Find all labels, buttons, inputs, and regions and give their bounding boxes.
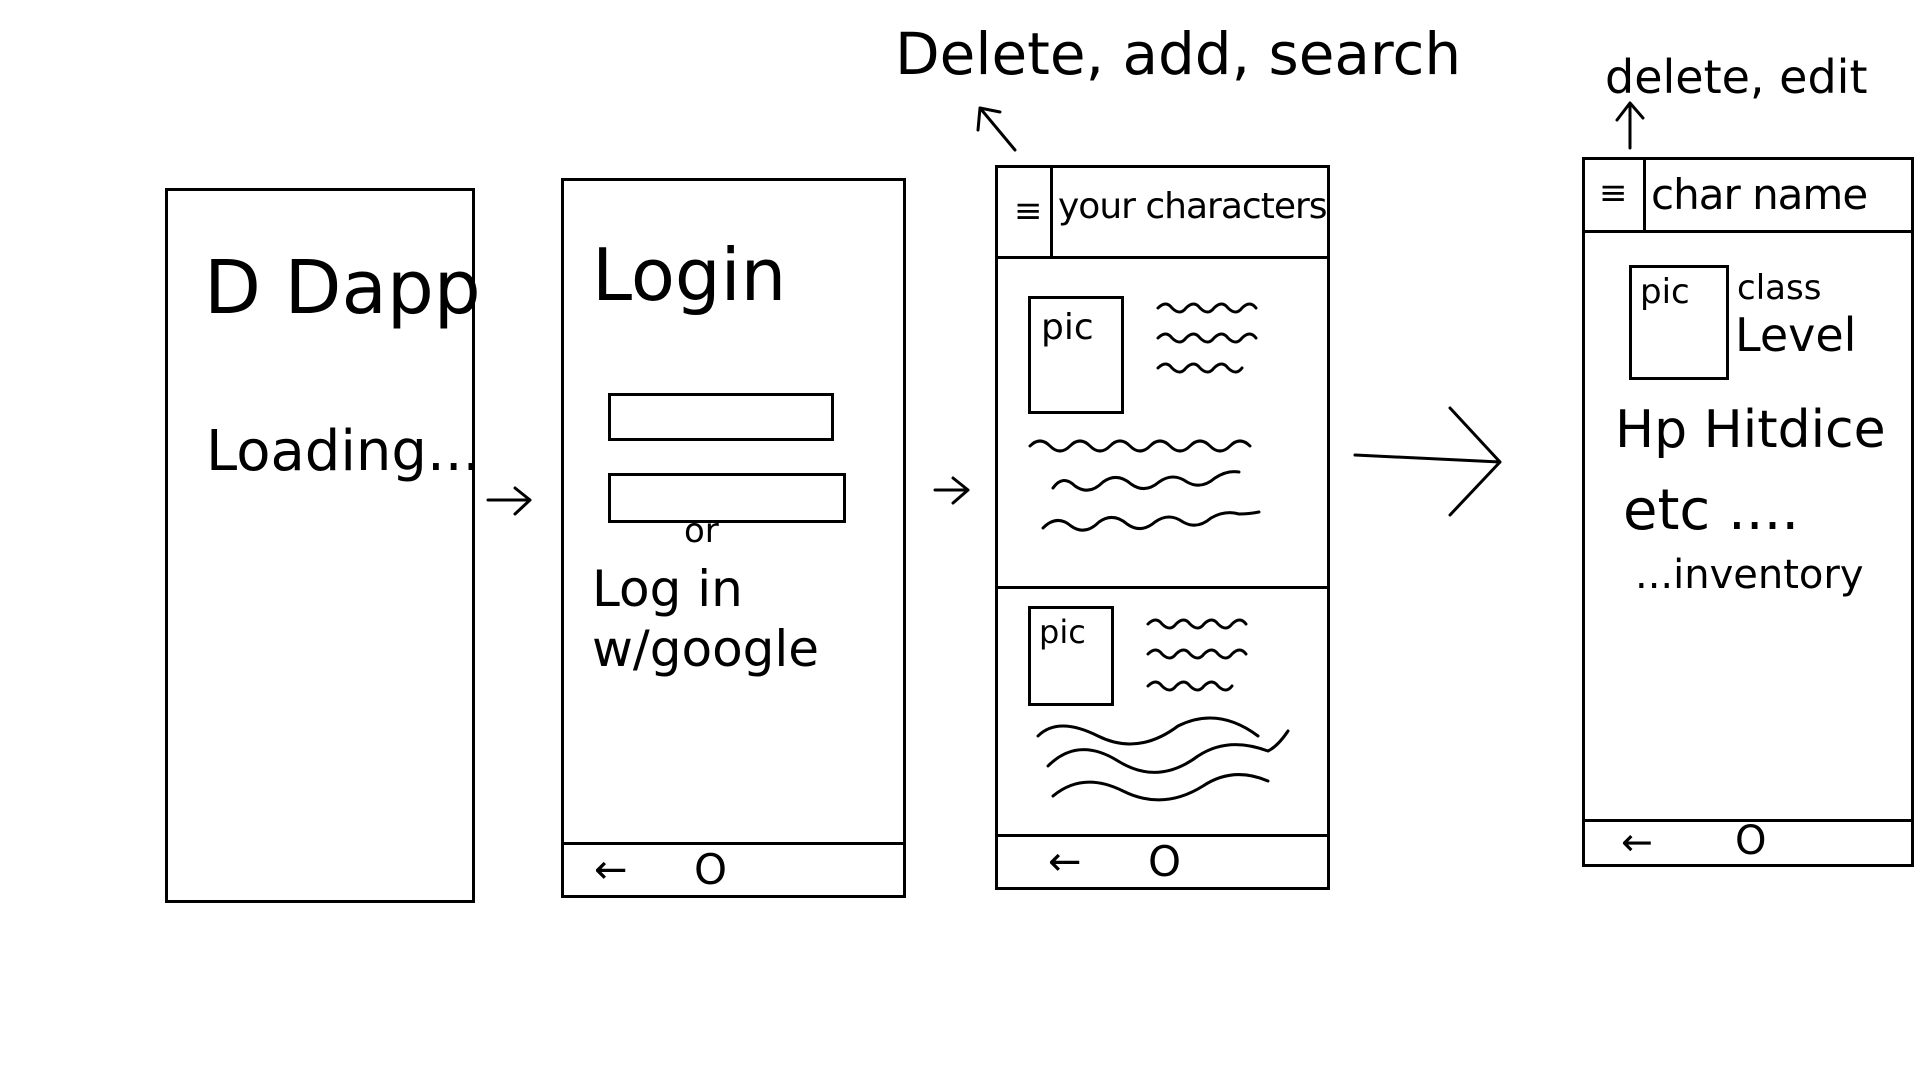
password-input[interactable] (608, 473, 846, 523)
back-icon[interactable]: ← (1621, 820, 1653, 864)
character-card[interactable]: pic (998, 586, 1327, 836)
login-title: Login (592, 233, 787, 317)
character-pic: pic (1629, 265, 1729, 380)
screen-title: your characters (1058, 186, 1328, 227)
character-stats: Hp Hitdice (1615, 400, 1886, 460)
screen-title: char name (1651, 170, 1868, 219)
character-level: Level (1735, 308, 1857, 362)
character-pic: pic (1028, 606, 1114, 706)
character-pic: pic (1028, 296, 1124, 414)
google-login-link[interactable]: Log in w/google (592, 559, 819, 679)
screen-splash: D Dapp Loading... (165, 188, 481, 903)
character-class: class (1737, 268, 1822, 308)
character-summary-scribble (1028, 302, 1261, 532)
nav-bar: ← O (564, 842, 903, 895)
nav-bar: ← O (998, 834, 1327, 887)
menu-icon[interactable]: ≡ (1014, 191, 1043, 231)
back-icon[interactable]: ← (1048, 839, 1082, 885)
arrow-2-to-3 (933, 476, 970, 505)
screen-login: Login or Log in w/google ← O (561, 178, 906, 898)
username-input[interactable] (608, 393, 834, 441)
app-bar-divider (1050, 168, 1053, 256)
menu-icon[interactable]: ≡ (1599, 173, 1628, 213)
pic-label: pic (1041, 307, 1094, 348)
google-login-line1: Log in (592, 560, 743, 618)
google-login-line2: w/google (592, 620, 820, 678)
app-bar: ≡ char name (1585, 160, 1911, 233)
arrow-3-to-4 (1353, 406, 1502, 517)
or-divider: or (684, 511, 719, 551)
home-icon[interactable]: O (1148, 837, 1182, 886)
loading-text: Loading... (206, 419, 481, 484)
character-etc: etc .... (1623, 478, 1800, 543)
annotation-screen3: Delete, add, search (895, 20, 1462, 88)
pic-label: pic (1039, 613, 1086, 651)
character-inventory: ...inventory (1635, 552, 1864, 598)
app-bar-divider (1643, 160, 1646, 230)
arrow-annotation-3 (976, 106, 1017, 152)
nav-bar: ← O (1585, 818, 1911, 864)
pic-label: pic (1640, 272, 1690, 312)
app-title: D Dapp (204, 245, 481, 331)
home-icon[interactable]: O (694, 845, 728, 894)
annotation-screen4: delete, edit (1605, 50, 1868, 104)
arrow-1-to-2 (486, 486, 532, 516)
arrow-annotation-4 (1615, 101, 1645, 150)
home-icon[interactable]: O (1735, 818, 1767, 864)
screen-character-detail: ≡ char name pic class Level Hp Hitdice e… (1582, 157, 1914, 867)
character-card[interactable]: pic (998, 256, 1327, 589)
screen-character-list: ≡ your characters pic pic (995, 165, 1330, 890)
back-icon[interactable]: ← (594, 847, 628, 893)
character-summary-scribble (1036, 618, 1290, 802)
app-bar: ≡ your characters (998, 168, 1328, 259)
